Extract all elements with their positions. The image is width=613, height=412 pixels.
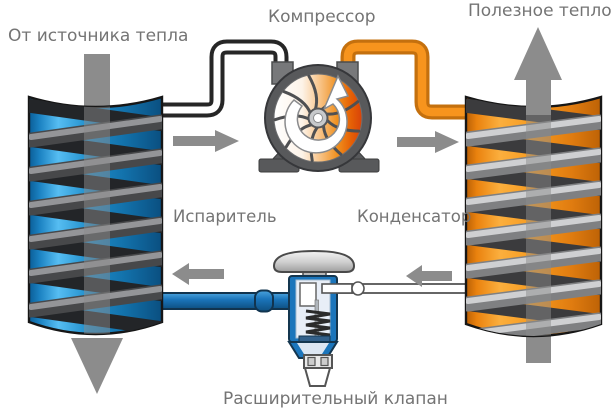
flow-arrow-evap-to-compressor xyxy=(173,130,239,152)
heat-out-arrow-through xyxy=(526,112,551,336)
evaporator-tank xyxy=(27,95,164,336)
valve-nozzle xyxy=(303,367,332,387)
liquid-pipe-joint xyxy=(351,281,365,296)
expansion-valve xyxy=(272,249,365,387)
label-expansion-valve: Расширительный клапан xyxy=(223,389,448,409)
valve-spring xyxy=(305,309,331,337)
suction-pipe xyxy=(162,39,289,118)
label-useful-heat: Полезное тепло xyxy=(468,1,612,21)
label-evaporator: Испаритель xyxy=(173,207,277,226)
heat-in-arrow-through xyxy=(84,100,110,334)
heat-out-arrowhead xyxy=(514,27,562,115)
compressor-pump xyxy=(258,61,380,173)
rotation-arrow xyxy=(284,74,350,154)
label-condenser: Конденсатор xyxy=(357,207,472,226)
expansion-pipe xyxy=(157,289,299,313)
heat-in-arrowhead xyxy=(71,338,123,394)
discharge-pipe xyxy=(340,39,466,120)
condenser-tank xyxy=(464,95,603,338)
flow-arrow-compressor-to-condenser xyxy=(397,131,459,153)
evaporator-coil xyxy=(29,99,162,334)
flow-arrow-condenser-to-valve xyxy=(406,265,452,287)
valve-cap xyxy=(272,249,356,273)
valve-piston xyxy=(299,282,317,307)
label-from-heat-source: От источника тепла xyxy=(8,26,189,46)
label-compressor: Компрессор xyxy=(268,7,376,27)
flow-arrow-valve-to-evaporator xyxy=(172,263,224,285)
